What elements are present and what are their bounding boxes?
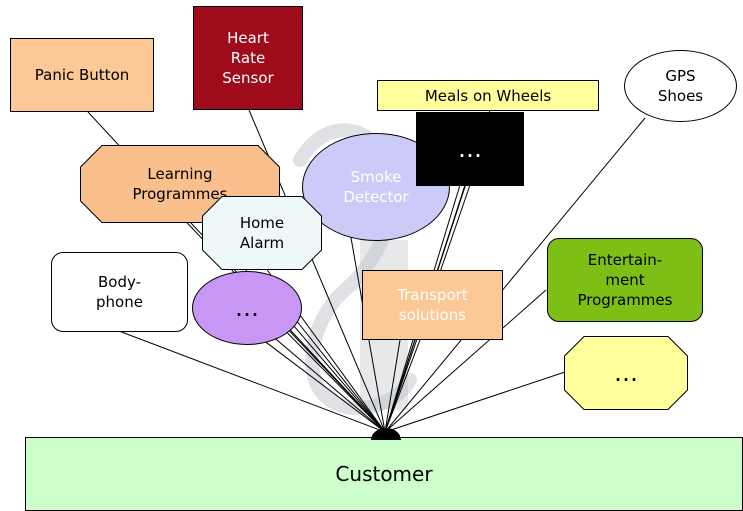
- panic-button-label: Panic Button: [34, 66, 130, 84]
- heart-rate-sensor-node: Heart Rate Sensor: [193, 6, 303, 110]
- line-transport: [384, 339, 401, 433]
- entertainment-programmes-label: Entertain- ment Programmes: [577, 251, 673, 309]
- line-transport-2: [384, 339, 421, 433]
- yellow-dots-shape: [564, 336, 688, 410]
- body-phone-label: Body- phone: [96, 273, 143, 311]
- home-alarm-node: Home Alarm: [202, 196, 322, 270]
- yellow-dots-label: …: [614, 359, 638, 387]
- meals-on-wheels-label: Meals on Wheels: [424, 86, 552, 105]
- home-alarm-label: Home Alarm: [239, 214, 285, 252]
- yellow-dots-node: …: [564, 336, 688, 410]
- panic-button-node: Panic Button: [10, 38, 154, 112]
- body-phone-node: Body- phone: [51, 252, 188, 332]
- line-body-phone: [118, 330, 386, 433]
- learning-programmes-label: Learning Programmes: [132, 165, 228, 203]
- line-yellow-dots: [384, 371, 566, 433]
- purple-dots-node: …: [192, 271, 302, 345]
- customer-hub: [371, 428, 401, 440]
- heart-rate-sensor-label: Heart Rate Sensor: [222, 29, 274, 87]
- line-entertainment: [384, 289, 547, 433]
- customer-label: Customer: [335, 462, 433, 486]
- black-dots-node: …: [416, 112, 524, 186]
- transport-solutions-label: Transport solutions: [397, 286, 468, 324]
- home-alarm-shape: [202, 196, 322, 270]
- purple-dots-label: …: [235, 294, 259, 322]
- meals-on-wheels-node: Meals on Wheels: [377, 80, 599, 111]
- customer-node: Customer: [25, 437, 743, 511]
- entertainment-programmes-node: Entertain- ment Programmes: [547, 238, 703, 322]
- gps-shoes-node: GPS Shoes: [624, 50, 737, 122]
- transport-solutions-node: Transport solutions: [362, 270, 503, 340]
- smoke-detector-label: Smoke Detector: [343, 168, 409, 206]
- gps-shoes-label: GPS Shoes: [657, 67, 704, 105]
- line-gps-shoes: [384, 117, 646, 433]
- black-dots-label: …: [458, 135, 482, 163]
